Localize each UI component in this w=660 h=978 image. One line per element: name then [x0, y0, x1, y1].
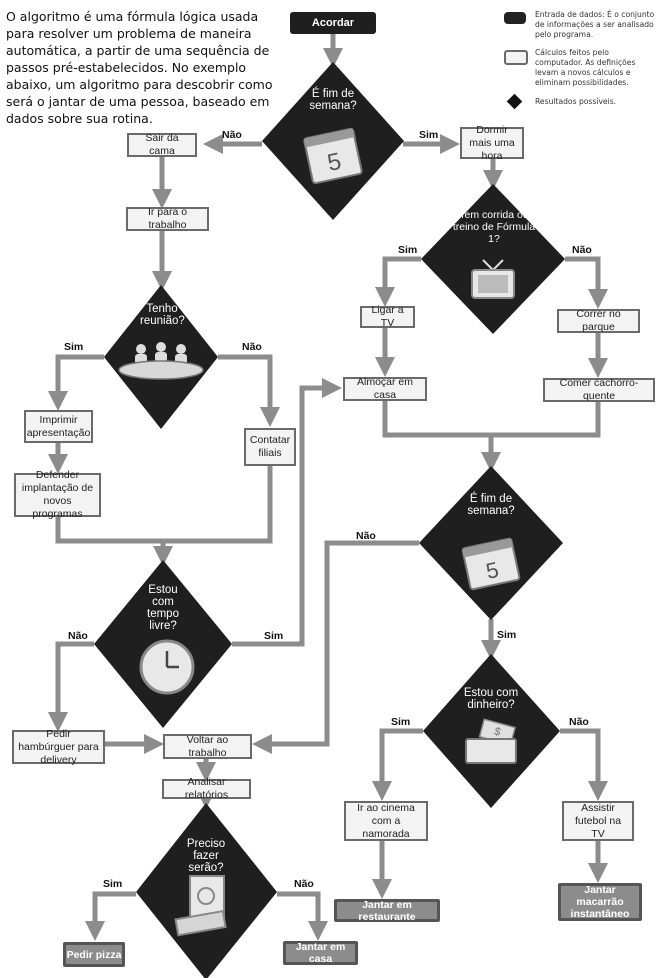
step-get-out-of-bed: Sair da cama [127, 132, 197, 157]
copier-icon [174, 875, 227, 937]
label-no: Não [222, 129, 242, 141]
result-dinner-at-home: Jantar em casa [283, 941, 358, 965]
label-yes: Sim [391, 716, 411, 728]
step-eat-hot-dog: Comer cachorro-quente [543, 377, 655, 402]
step-order-burger: Pedir hambúrguer para delivery [12, 728, 105, 766]
legend-process: Cálculos feitos pelo computador. As defi… [503, 48, 655, 88]
step-go-to-cinema: Ir ao cinema com a namorada [344, 801, 428, 841]
step-lunch-at-home: Almoçar em casa [343, 376, 427, 401]
decision-weekend-1: É fim de semana? [309, 88, 357, 112]
meeting-icon [118, 342, 204, 380]
label-yes: Sim [103, 878, 123, 890]
dark-box-swatch-icon [504, 12, 526, 24]
calendar-icon: 5 [461, 537, 521, 591]
step-go-to-work: Ir para o trabalho [126, 206, 209, 231]
legend-input-text: Entrada de dados: É o conjunto de inform… [535, 10, 655, 39]
step-back-to-work: Voltar ao trabalho [163, 734, 252, 759]
intro-text: O algoritmo é uma fórmula lógica usada p… [6, 9, 273, 126]
tv-icon [471, 259, 515, 299]
clock-icon [139, 639, 195, 695]
label-no: Não [294, 878, 314, 890]
legend-process-text: Cálculos feitos pelo computador. As defi… [535, 48, 636, 87]
step-turn-on-tv: Ligar a TV [360, 304, 415, 329]
result-instant-noodles: Jantar macarrão instantâneo [558, 883, 642, 921]
legend-input: Entrada de dados: É o conjunto de inform… [503, 10, 655, 40]
legend: Entrada de dados: É o conjunto de inform… [503, 10, 655, 115]
svg-text:5: 5 [325, 148, 344, 177]
label-no: Não [356, 530, 376, 542]
step-defend-programs: Defender implantação de novos programas [14, 469, 101, 520]
start-box: Acordar [290, 12, 376, 34]
step-analyze-reports: Analisar relatórios [162, 776, 251, 801]
decision-meeting: Tenho reunião? [140, 303, 185, 327]
decision-weekend-2: É fim de semana? [467, 493, 515, 517]
label-no: Não [572, 244, 592, 256]
money-icon: $ [465, 718, 517, 764]
label-yes: Sim [497, 629, 517, 641]
decision-money: Estou com dinheiro? [463, 687, 519, 711]
svg-text:$: $ [493, 726, 502, 739]
step-contact-branches: Contatar filiais [244, 428, 296, 466]
step-watch-football: Assistir futebol na TV [562, 801, 634, 841]
label-no: Não [68, 630, 88, 642]
svg-text:5: 5 [484, 557, 501, 584]
calendar-icon: 5 [303, 127, 363, 185]
connectors [48, 33, 608, 941]
label-yes: Sim [419, 129, 439, 141]
decision-overtime: Preciso fazer serão? [186, 838, 226, 874]
light-box-swatch-icon [504, 50, 528, 65]
label-yes: Sim [264, 630, 284, 642]
decision-free-time: Estou com tempo livre? [147, 584, 179, 632]
step-sleep-more: Dormir mais uma hora [460, 124, 524, 162]
label-no: Não [569, 716, 589, 728]
result-restaurant: Jantar em restaurante [334, 899, 440, 923]
decision-diamonds [94, 62, 565, 978]
legend-result: Resultados possíveis. [503, 93, 655, 110]
label-yes: Sim [64, 341, 84, 353]
label-no: Não [242, 341, 262, 353]
result-pizza: Pedir pizza [63, 942, 125, 967]
decision-race: Tem corrida ou treino de Fórmula 1? [452, 209, 536, 245]
label-yes: Sim [398, 244, 418, 256]
legend-result-text: Resultados possíveis. [535, 97, 617, 106]
step-print-presentation: Imprimir apresentação [24, 410, 93, 443]
step-run-in-park: Correr no parque [557, 308, 640, 333]
